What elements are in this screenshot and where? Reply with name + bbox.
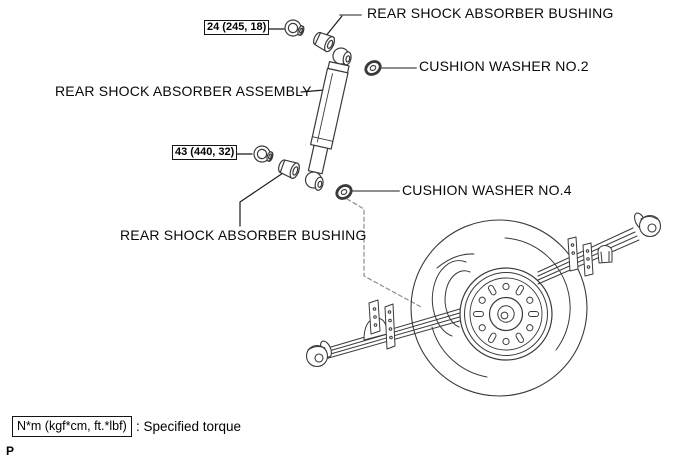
label-rear-shock-absorber-assembly: REAR SHOCK ABSORBER ASSEMBLY — [55, 83, 312, 99]
label-rear-shock-absorber-bushing-upper: REAR SHOCK ABSORBER BUSHING — [367, 5, 614, 21]
leaf-spring-left — [324, 305, 471, 360]
spring-seat-brackets-right — [567, 236, 613, 277]
label-leader-lines-black — [236, 15, 343, 227]
upper-mounting-nut-drawing — [284, 19, 305, 37]
cushion-washer-no4-drawing — [335, 184, 353, 200]
label-cushion-washer-no4: CUSHION WASHER NO.4 — [402, 182, 572, 198]
torque-spec-upper-box: 24 (245, 18) — [204, 20, 270, 35]
tire-outline — [410, 219, 588, 397]
label-leader-lines-gray — [339, 14, 417, 192]
dashed-alignment-line — [346, 198, 424, 309]
axle-wheel-drawing — [305, 212, 662, 397]
upper-bushing-drawing — [312, 31, 336, 53]
cushion-washer-no2-drawing — [364, 60, 382, 76]
label-rear-shock-absorber-bushing-lower: REAR SHOCK ABSORBER BUSHING — [120, 227, 367, 243]
lug-pattern — [473, 282, 539, 346]
spring-clamp — [597, 245, 613, 264]
torque-legend-unit-box: N*m (kgf*cm, ft.*lbf) — [12, 416, 132, 437]
wheel-rim-drawing — [459, 267, 553, 361]
torque-spec-lower-box: 43 (440, 32) — [172, 145, 238, 160]
lower-mounting-nut-drawing — [253, 145, 274, 163]
shock-absorber-drawing — [304, 47, 352, 191]
page-marker: P — [6, 444, 15, 458]
brake-drum-drawing — [431, 253, 475, 337]
label-cushion-washer-no2: CUSHION WASHER NO.2 — [419, 58, 589, 74]
spring-seat-brackets-left — [363, 299, 396, 350]
hub-circle — [488, 296, 524, 332]
torque-legend-description: : Specified torque — [136, 419, 242, 434]
spring-eye-left — [305, 340, 332, 368]
lower-bushing-drawing — [277, 159, 300, 179]
spring-eye-right — [634, 212, 662, 238]
